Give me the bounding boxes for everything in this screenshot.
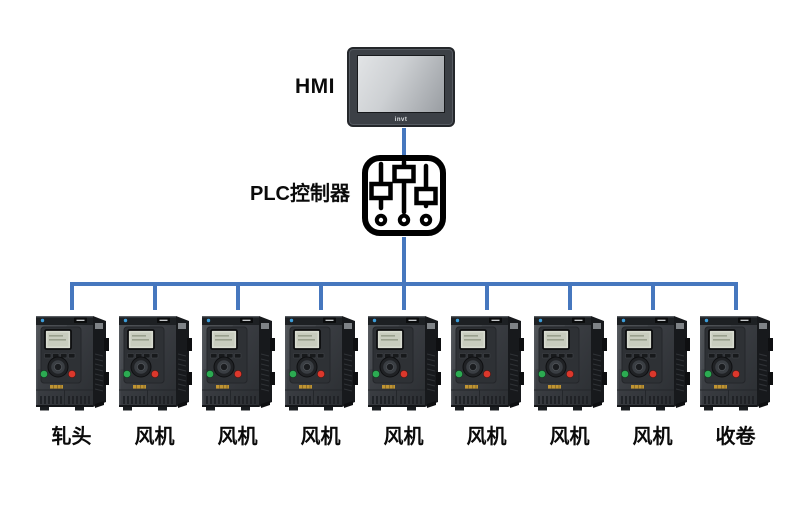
drive-label: 风机 xyxy=(549,426,590,448)
drives-row: 轧头 风机 风机 风机 风机 风机 风机 xyxy=(30,282,777,448)
drive-label: 风机 xyxy=(466,426,507,448)
vfd-drive-icon xyxy=(697,310,775,413)
drop-line xyxy=(152,282,157,310)
hmi-device-icon: invt xyxy=(347,47,455,127)
drive-unit: 轧头 xyxy=(30,282,113,448)
drive-unit: 收卷 xyxy=(694,282,777,448)
drop-line xyxy=(650,282,655,310)
drop-line xyxy=(567,282,572,310)
drop-line xyxy=(235,282,240,310)
drive-unit: 风机 xyxy=(528,282,611,448)
drive-unit: 风机 xyxy=(113,282,196,448)
vfd-drive-icon xyxy=(365,310,443,413)
drive-label: 收卷 xyxy=(715,426,756,448)
drop-line xyxy=(733,282,738,310)
drop-line xyxy=(484,282,489,310)
plc-label: PLC控制器 xyxy=(250,183,350,205)
vfd-drive-icon xyxy=(531,310,609,413)
vfd-drive-icon xyxy=(448,310,526,413)
drive-label: 风机 xyxy=(632,426,673,448)
drive-unit: 风机 xyxy=(611,282,694,448)
drive-label: 风机 xyxy=(134,426,175,448)
drop-line xyxy=(401,282,406,310)
hmi-screen xyxy=(357,55,445,113)
vfd-drive-icon xyxy=(282,310,360,413)
plc-bus-line xyxy=(402,237,406,310)
drive-unit: 风机 xyxy=(279,282,362,448)
drive-unit: 风机 xyxy=(196,282,279,448)
invt-logo: invt xyxy=(394,117,408,123)
drop-line xyxy=(69,282,74,310)
hmi-plc-line xyxy=(402,128,406,155)
vfd-drive-icon xyxy=(614,310,692,413)
drop-line xyxy=(318,282,323,310)
vfd-drive-icon xyxy=(199,310,277,413)
vfd-drive-icon xyxy=(116,310,194,413)
plc-controller-icon xyxy=(362,155,446,236)
drive-label: 风机 xyxy=(300,426,341,448)
vfd-drive-icon xyxy=(33,310,111,413)
drive-unit: 风机 xyxy=(445,282,528,448)
drive-label: 风机 xyxy=(383,426,424,448)
drive-label: 轧头 xyxy=(51,426,92,448)
drive-unit: 风机 xyxy=(362,282,445,448)
drive-label: 风机 xyxy=(217,426,258,448)
hmi-label: HMI xyxy=(295,75,335,98)
